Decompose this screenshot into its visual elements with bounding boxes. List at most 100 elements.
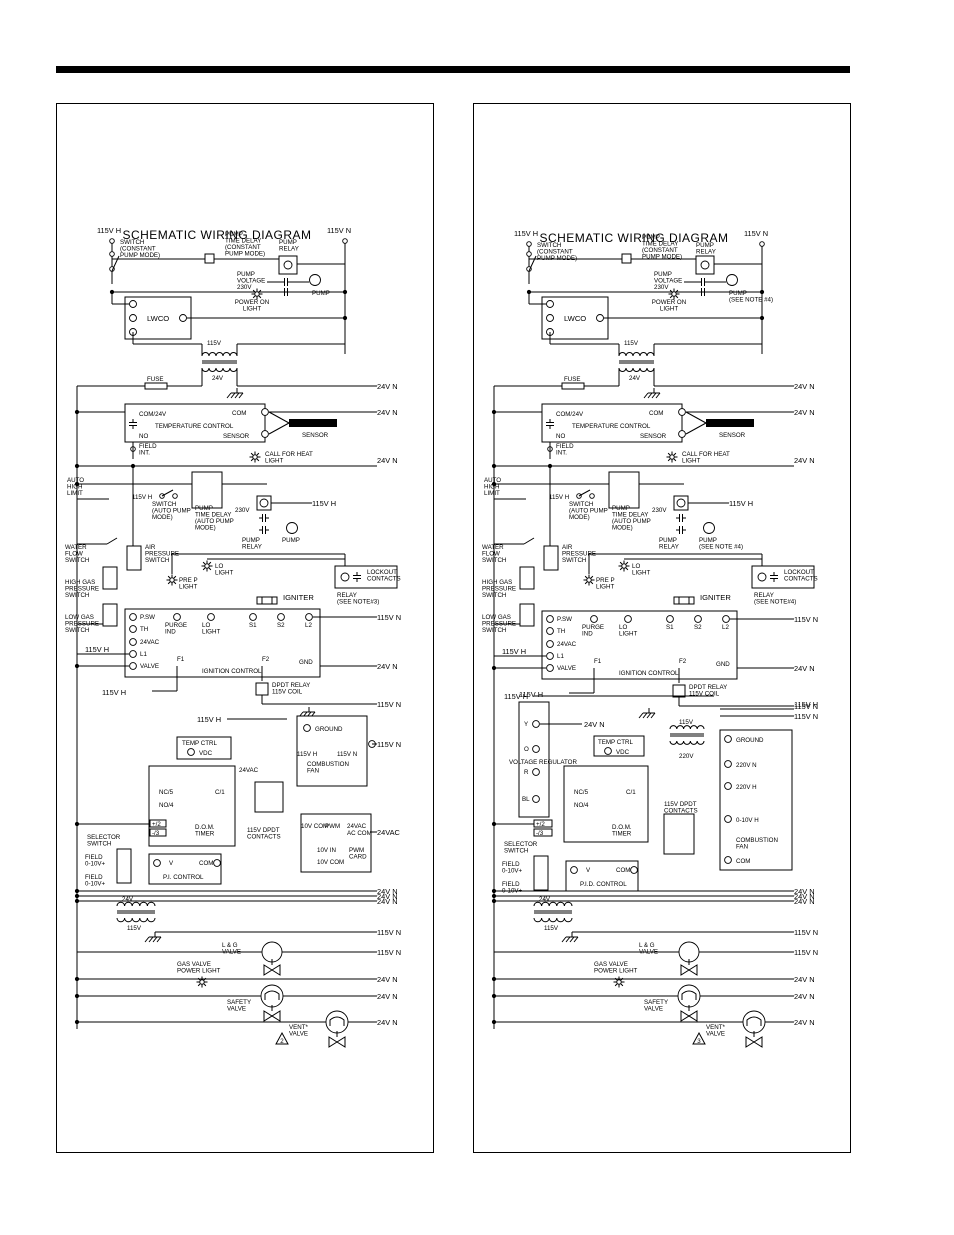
pump-time-delay-label-line: (CONSTANT (642, 247, 678, 254)
temp-ctrl-label: TEMP CTRL (182, 740, 218, 747)
igniter-label: IGNITER (700, 593, 731, 602)
label-24v-n: 24V N (794, 456, 815, 465)
terminal (532, 745, 540, 753)
sensor-term-label: SENSOR (223, 433, 250, 440)
pi-control-label: P.I. CONTROL (163, 874, 204, 881)
f1-label: F1 (177, 656, 185, 663)
terminal (546, 615, 554, 623)
label-24v-n: 24V N (377, 992, 398, 1001)
auto-pump-115v-h-label: 115V H (132, 494, 152, 501)
field-010v-label-line: FIELD (85, 854, 103, 861)
terminal (303, 724, 311, 732)
pwm-card-box (300, 813, 372, 873)
auto-pump-delay-label-line: MODE) (612, 525, 633, 532)
bottom-transformer-ground-icon (144, 936, 150, 943)
label-24v-n: 24V N (377, 382, 398, 391)
ground-label: GROUND (736, 737, 764, 744)
transformer-primary-coil (618, 352, 655, 357)
temp-control-label: TEMPERATURE CONTROL (572, 423, 651, 430)
vent-valve-label-line: VALVE (289, 1031, 308, 1038)
auto-pump-delay-box (191, 471, 223, 509)
label-115v-n: 115V N (327, 226, 351, 235)
fan-ground-icon (650, 712, 656, 719)
terminal (678, 430, 686, 438)
label-24v-n: 24V N (794, 664, 815, 673)
temp-ctrl-label: TEMP CTRL (598, 739, 634, 746)
terminal (129, 300, 137, 308)
valve-label: VALVE (140, 663, 159, 670)
terminal (724, 760, 732, 768)
lo-light-label-line: LO (215, 563, 223, 570)
pump-motor-icon (309, 274, 321, 286)
terminal (546, 640, 554, 648)
label-115v-n: 115V N (794, 615, 818, 624)
sensor-label: SENSOR (719, 432, 746, 439)
auto-pump-delay-label-line: (AUTO PUMP (195, 518, 234, 525)
junction-dot (74, 893, 80, 899)
power-on-label-line: LIGHT (660, 306, 678, 313)
transformer-secondary-coil (618, 367, 655, 372)
purge-label-line: IND (165, 629, 176, 636)
bottom-transformer-secondary-coil (533, 901, 573, 907)
pump-time-delay-label-line: PUMP (642, 234, 660, 241)
fan-transformer-primary-label: 115V (679, 719, 694, 726)
l1-label: L1 (557, 653, 564, 660)
label-115v-h: 115V H (514, 229, 538, 238)
bottom-transformer-ground-icon (561, 936, 567, 943)
safety-valve-body-solenoid (681, 990, 697, 1000)
th-label: TH (557, 628, 565, 635)
wire (161, 489, 174, 497)
call-for-heat-light-icon-bulb (252, 454, 258, 460)
fan-transformer-primary-coil (669, 725, 705, 730)
transformer-ground-icon (655, 392, 661, 399)
relay-note-label: RELAY(SEE NOTE#4) (754, 592, 796, 606)
terminal (259, 498, 269, 508)
fan-115v-h-right-label: 115V H (794, 700, 818, 709)
auto-high-limit-label-line: LIMIT (484, 490, 500, 497)
terminal (153, 859, 161, 867)
junction-dot (74, 463, 80, 469)
prep-light-icon (583, 574, 595, 586)
pwm-card-label-line: PWM (349, 847, 364, 854)
vent-note-triangle-icon (692, 1031, 706, 1045)
pump-label: PUMP(SEE NOTE #4) (729, 290, 773, 304)
ignition-control-box (124, 608, 321, 678)
wire (106, 537, 118, 545)
bottom-transformer-secondary-label: 24V (539, 896, 551, 903)
pwm-10vcom-label: 10V COM (301, 823, 328, 830)
sensor-icon (289, 419, 337, 427)
auto-pump-115v-h-label: 115V H (549, 494, 569, 501)
label-24v-n: 24V N (377, 456, 398, 465)
f2-label: F2 (262, 656, 270, 663)
junction-dot (74, 1019, 80, 1025)
lockout-contacts-label-line: CONTACTS (784, 576, 818, 583)
auto-pump-delay-label-line: TIME DELAY (612, 512, 648, 519)
water-flow-switch-label-line: FLOW (482, 551, 500, 558)
gas-valve-power-light-label-line: POWER LIGHT (177, 968, 221, 975)
prep-light-label-line: PRE P (596, 577, 615, 584)
vent-valve-body-solenoid (329, 1016, 345, 1026)
combustion-fan-label-line: FAN (736, 844, 748, 851)
terminal (570, 866, 578, 874)
lg-valve-label-line: L & G (222, 942, 238, 949)
junction-dot (74, 898, 80, 904)
dpdt-contacts-box (663, 813, 695, 855)
reg-24v-n-label: 24V N (584, 720, 605, 729)
selector-switch-label-line: SELECTOR (87, 834, 121, 841)
junction-dot (74, 663, 80, 669)
label-115v-n: 115V N (744, 229, 768, 238)
call-for-heat-label-line: LIGHT (682, 458, 700, 465)
